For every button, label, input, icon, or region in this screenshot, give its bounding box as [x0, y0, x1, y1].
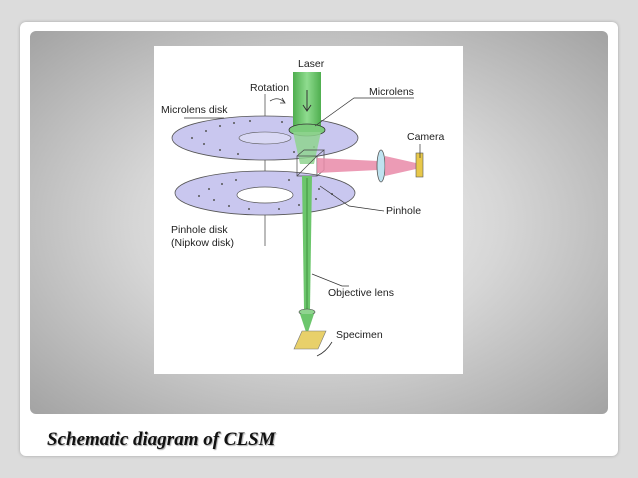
camera-beam — [385, 156, 416, 176]
pinhole-disk-hub — [236, 186, 294, 204]
laser-down-arrow — [302, 90, 312, 112]
objective-cone — [300, 314, 314, 332]
rotation-arrow — [269, 98, 285, 103]
label-specimen: Specimen — [336, 329, 383, 341]
rotation-arrowhead — [280, 97, 286, 104]
camera-lens — [376, 149, 386, 183]
label-laser: Laser — [298, 58, 325, 70]
label-pinhole: Pinhole — [386, 205, 421, 217]
specimen-arrow — [316, 341, 333, 357]
clsm-diagram-svg: Laser Rotation Microlens Microlens disk … — [161, 58, 445, 357]
label-camera: Camera — [407, 131, 445, 143]
return-beam — [317, 158, 378, 173]
image-panel: Laser Rotation Microlens Microlens disk … — [30, 31, 608, 414]
label-microlens: Microlens — [369, 86, 414, 98]
label-objective-lens: Objective lens — [328, 287, 394, 299]
slide-caption: Schematic diagram of CLSM — [47, 429, 276, 450]
camera — [415, 152, 424, 178]
label-rotation: Rotation — [250, 82, 289, 94]
clsm-schematic: Laser Rotation Microlens Microlens disk … — [154, 46, 463, 374]
label-pinhole-disk: Pinhole disk — [171, 224, 228, 236]
leader-lines — [184, 97, 421, 287]
specimen — [293, 330, 327, 350]
label-microlens-disk: Microlens disk — [161, 104, 228, 116]
microlens-disk-hub — [238, 131, 292, 145]
label-nipkow-disk: (Nipkow disk) — [171, 237, 234, 249]
slide: Laser Rotation Microlens Microlens disk … — [20, 22, 618, 456]
